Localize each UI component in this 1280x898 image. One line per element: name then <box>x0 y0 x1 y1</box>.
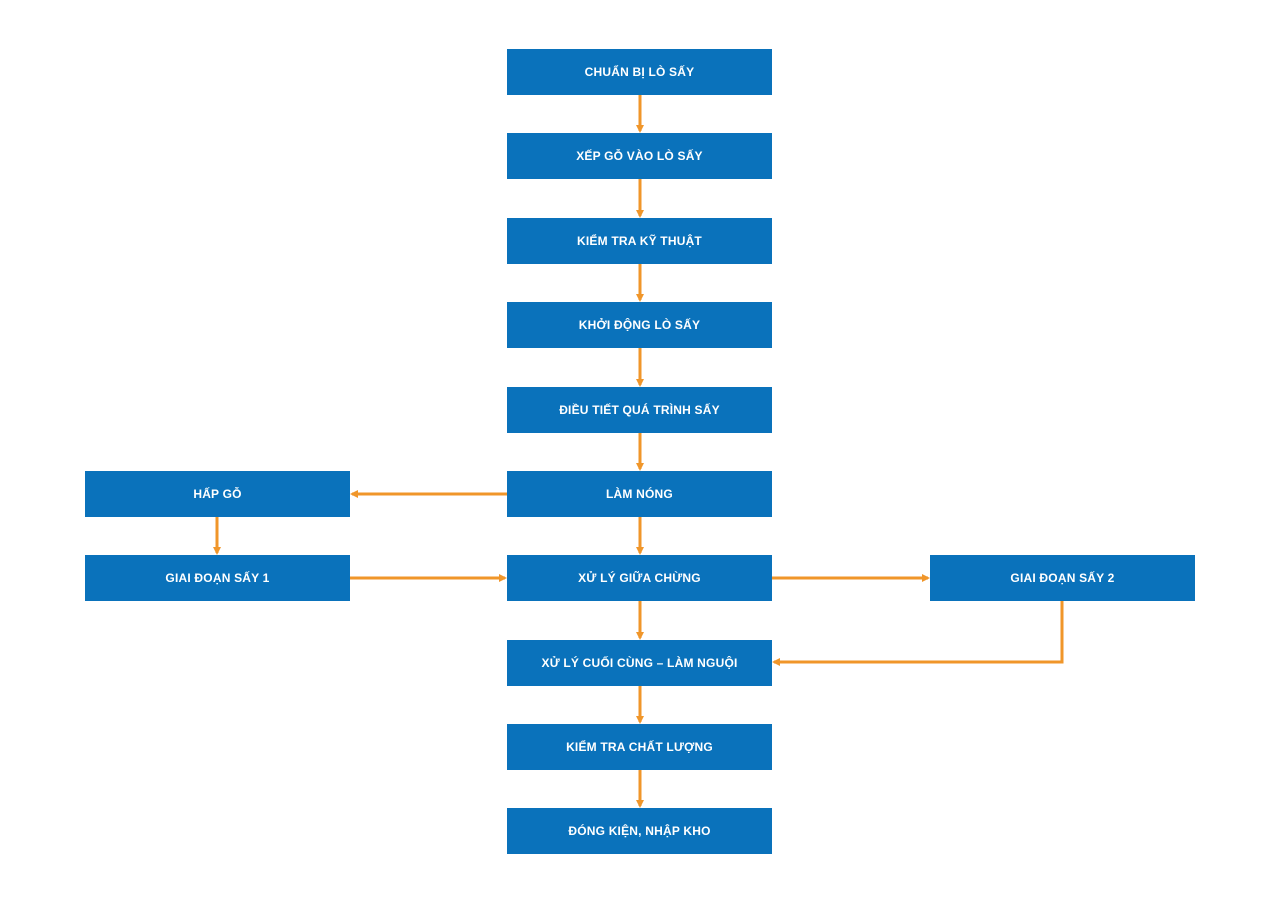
step-drying-phase-2: GIAI ĐOẠN SẤY 2 <box>930 555 1195 601</box>
step-label: ĐIỀU TIẾT QUÁ TRÌNH SẤY <box>559 403 720 417</box>
step-label: HẤP GỖ <box>193 487 242 501</box>
step-intermediate-treatment: XỬ LÝ GIỮA CHỪNG <box>507 555 772 601</box>
step-regulate-drying: ĐIỀU TIẾT QUÁ TRÌNH SẤY <box>507 387 772 433</box>
step-quality-check: KIỂM TRA CHẤT LƯỢNG <box>507 724 772 770</box>
step-label: KIỂM TRA KỸ THUẬT <box>577 234 702 248</box>
step-label: XỬ LÝ CUỐI CÙNG – LÀM NGUỘI <box>541 656 738 670</box>
step-label: CHUẨN BỊ LÒ SẤY <box>584 65 695 79</box>
step-steam-wood: HẤP GỖ <box>85 471 350 517</box>
arrow-right1-s8 <box>772 601 1064 666</box>
step-heating: LÀM NÓNG <box>507 471 772 517</box>
step-label: GIAI ĐOẠN SẤY 1 <box>165 571 270 585</box>
step-pack-store: ĐÓNG KIỆN, NHẬP KHO <box>507 808 772 854</box>
step-final-treatment-cooling: XỬ LÝ CUỐI CÙNG – LÀM NGUỘI <box>507 640 772 686</box>
step-label: XỬ LÝ GIỮA CHỪNG <box>578 571 701 585</box>
step-technical-check: KIỂM TRA KỸ THUẬT <box>507 218 772 264</box>
step-label: ĐÓNG KIỆN, NHẬP KHO <box>568 824 711 838</box>
step-prepare-kiln: CHUẨN BỊ LÒ SẤY <box>507 49 772 95</box>
step-label: KHỞI ĐỘNG LÒ SẤY <box>578 318 701 332</box>
step-start-kiln: KHỞI ĐỘNG LÒ SẤY <box>507 302 772 348</box>
step-load-wood: XẾP GỖ VÀO LÒ SẤY <box>507 133 772 179</box>
step-label: LÀM NÓNG <box>606 487 673 501</box>
step-label: XẾP GỖ VÀO LÒ SẤY <box>576 149 703 163</box>
step-drying-phase-1: GIAI ĐOẠN SẤY 1 <box>85 555 350 601</box>
step-label: KIỂM TRA CHẤT LƯỢNG <box>566 740 713 754</box>
step-label: GIAI ĐOẠN SẤY 2 <box>1010 571 1115 585</box>
